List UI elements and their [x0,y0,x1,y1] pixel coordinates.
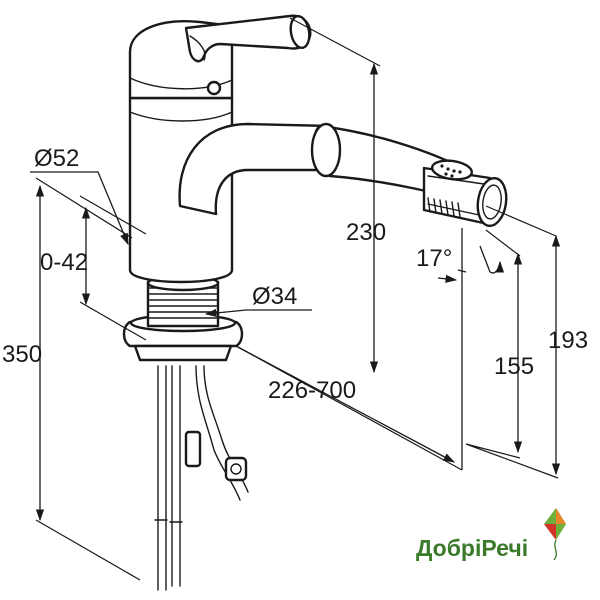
dimension-line-spout-reach [235,345,456,463]
kite-icon [544,508,566,561]
label-spray-head-height: 193 [548,327,588,354]
lever-handle [128,14,312,100]
leader-shank-diameter [204,308,312,318]
logo-text: ДобріРечі [416,535,528,561]
label-mounting-thickness: 0-42 [40,249,88,276]
leader-body-diameter [30,171,129,246]
label-spray-angle: 17° [416,245,452,272]
label-spout-height: 230 [346,219,386,246]
label-spout-reach: 226-700 [268,377,356,404]
label-shank-diameter: Ø34 [252,283,297,310]
spray-angle-arc [437,274,458,283]
spray-head [422,159,508,228]
threaded-shank [146,274,220,328]
dimension-labels: Ø52 0-42 350 Ø34 230 226-700 17° 155 193 [2,145,588,404]
brand-logo: ДобріРечі [416,508,566,561]
faucet-outline [122,14,508,591]
dimension-lines [30,62,561,522]
label-outlet-height: 155 [494,353,534,380]
supply-hoses [154,365,249,591]
label-body-diameter: Ø52 [34,145,79,172]
label-total-height: 350 [2,341,42,368]
